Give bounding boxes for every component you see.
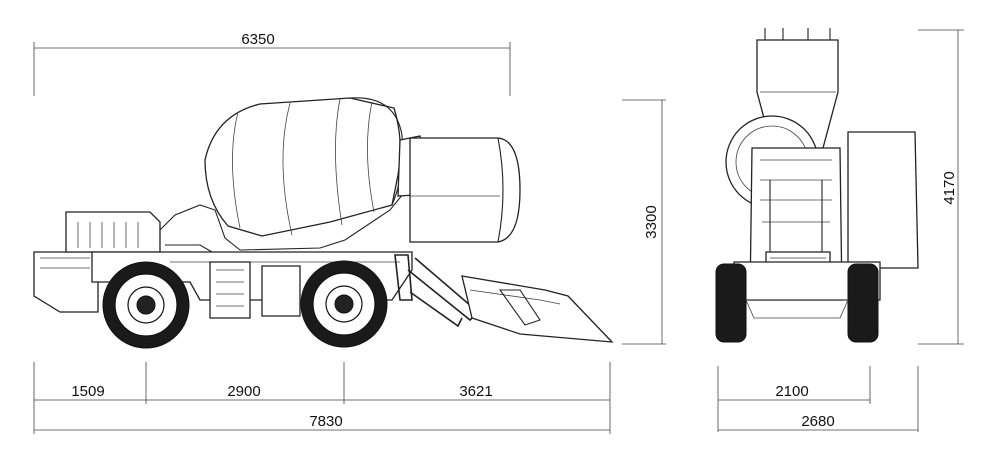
dim-wheelbase: 2900 — [227, 383, 260, 400]
dimension-lines-front — [717, 29, 964, 432]
dim-side-height: 3300 — [643, 205, 660, 238]
dim-front-height: 4170 — [941, 171, 958, 204]
front-view-mixer-icon — [715, 28, 919, 343]
dim-total-width: 2680 — [801, 413, 834, 430]
side-view-mixer-icon — [33, 97, 614, 349]
dim-overall-length-top: 6350 — [241, 31, 274, 48]
dim-front-overhang: 3621 — [459, 383, 492, 400]
dim-total-length: 7830 — [309, 413, 342, 430]
dim-track-width: 2100 — [775, 383, 808, 400]
dim-rear-overhang: 1509 — [71, 383, 104, 400]
dimension-lines-side — [33, 42, 666, 434]
